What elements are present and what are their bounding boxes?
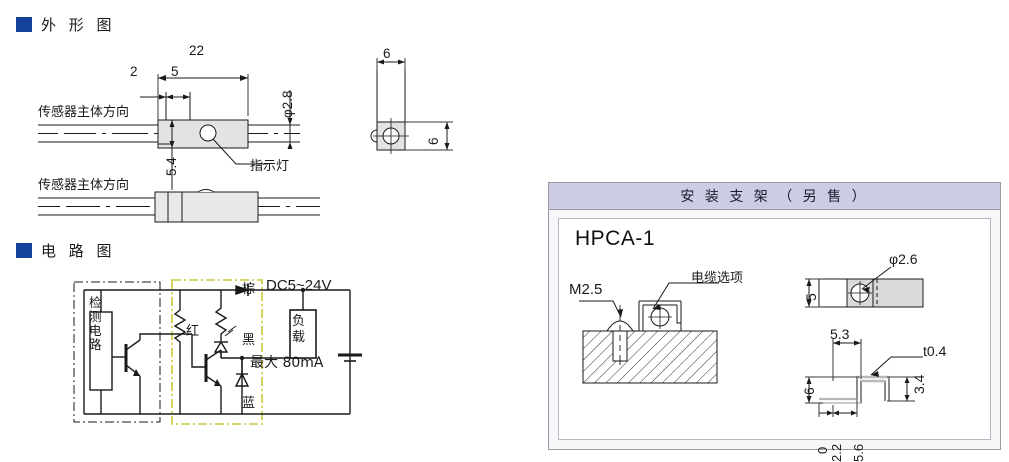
bracket-mounting-drawing	[569, 261, 779, 421]
dim-width-5: 5	[171, 64, 179, 79]
dim-base-2-2: 2.2	[829, 443, 844, 462]
outline-section-title: 外 形 图	[41, 16, 116, 34]
outline-drawing-svg	[38, 74, 320, 223]
bracket-panel-header: 安 装 支 架 （ 另 售 ）	[549, 183, 1000, 210]
dim-plan-height-5: 5	[803, 293, 819, 301]
mounting-bracket-panel: 安 装 支 架 （ 另 售 ） HPCA-1	[548, 182, 1001, 462]
bracket-section-svg	[805, 339, 923, 417]
dim-thickness-t0-4: t0.4	[923, 343, 947, 359]
dim-side-width-6: 6	[383, 46, 391, 61]
dim-cable-diameter: φ2.8	[280, 90, 295, 118]
dim-length-22: 22	[189, 43, 205, 58]
bracket-mounting-svg	[579, 282, 719, 384]
dim-total-height-6: 6	[801, 387, 817, 395]
circuit-section-heading: 电 路 图	[16, 240, 116, 261]
outline-section-heading: 外 形 图	[16, 14, 116, 35]
label-sensor-direction-top: 传感器主体方向	[38, 105, 130, 120]
bracket-plan-svg	[805, 266, 924, 308]
bracket-section-drawing	[799, 321, 989, 431]
label-wire-brown: 棕	[242, 282, 256, 297]
label-screw-m25: M2.5	[569, 281, 603, 298]
label-cable-option: 电缆选项	[691, 271, 744, 286]
dim-base-0: 0	[815, 446, 830, 454]
label-detect-circuit: 检测电路	[89, 295, 102, 352]
label-led-red: 红	[186, 324, 200, 339]
bracket-model-name: HPCA-1	[575, 227, 656, 250]
label-wire-blue: 蓝	[242, 396, 256, 411]
circuit-section-title: 电 路 图	[41, 242, 116, 260]
label-wire-black: 黑	[242, 333, 256, 348]
dim-side-height-6: 6	[426, 137, 441, 145]
label-supply-voltage: DC5~24V	[266, 277, 332, 294]
circuit-diagram	[20, 262, 540, 452]
section-marker-icon	[16, 17, 32, 32]
section-marker-icon	[16, 243, 32, 258]
label-indicator-lamp: 指示灯	[250, 159, 290, 174]
dim-height-5-4: 5.4	[164, 157, 179, 176]
dim-flange-3-4: 3.4	[911, 374, 927, 394]
label-hole-diameter: φ2.6	[889, 251, 918, 267]
dim-step-width-5-3: 5.3	[830, 326, 850, 342]
label-max-current: 最大 80mA	[250, 355, 324, 371]
side-view-svg	[370, 58, 453, 154]
bracket-panel-body: HPCA-1	[558, 218, 991, 462]
side-view-drawing	[355, 40, 485, 160]
dim-offset-2: 2	[130, 64, 138, 79]
bracket-panel-title: 安 装 支 架 （ 另 售 ）	[680, 189, 869, 205]
label-load: 负载	[292, 314, 306, 345]
dim-base-5-6: 5.6	[851, 443, 866, 462]
circuit-diagram-svg	[73, 279, 362, 425]
label-sensor-direction-bottom: 传感器主体方向	[38, 178, 130, 193]
bracket-plan-drawing	[799, 257, 979, 323]
outline-drawing	[0, 30, 540, 240]
